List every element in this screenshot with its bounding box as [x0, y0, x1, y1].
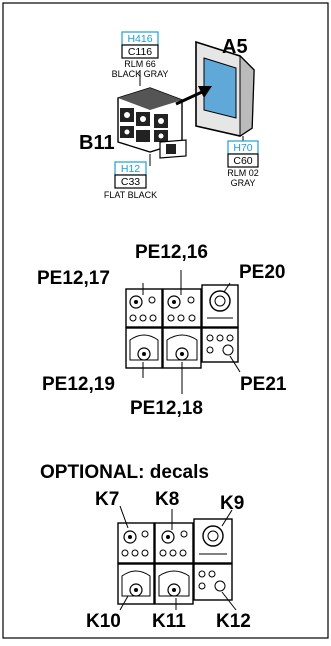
optional-decals-title: OPTIONAL: decals	[40, 462, 209, 483]
decal-label-pe12-16: PE12,16	[135, 242, 208, 263]
decal-label-k10: K10	[86, 611, 121, 632]
paint-c-code-rlm66: C116	[128, 46, 152, 58]
part-label-b11: B11	[79, 132, 115, 154]
optional-decal-panel	[117, 505, 237, 611]
decal-label-k8: K8	[155, 489, 179, 510]
decal-label-pe12-17: PE12,17	[37, 268, 110, 289]
decal-label-k9: K9	[220, 493, 244, 514]
paint-desc-rlm66: BLACK GRAY	[112, 69, 169, 79]
paint-callout-flat-black: H12 C33 FLAT BLACK	[104, 161, 157, 200]
paint-h-code-flat-black: H12	[121, 163, 140, 175]
paint-name-rlm02: RLM 02	[227, 168, 259, 178]
pe-decal-panel	[125, 270, 241, 394]
decal-label-pe12-18: PE12,18	[130, 398, 203, 419]
paint-callout-rlm02: H70 C60 RLM 02 GRAY	[227, 136, 259, 188]
page-border	[2, 2, 329, 639]
decal-label-pe20: PE20	[239, 262, 285, 283]
paint-c-code-rlm02: C60	[233, 155, 252, 167]
paint-c-code-flat-black: C33	[121, 176, 140, 188]
b11-instrument-panel	[117, 87, 187, 159]
a5-instrument-cover	[195, 40, 255, 137]
paint-h-code-rlm02: H70	[233, 142, 252, 154]
paint-name-rlm66: RLM 66	[124, 59, 156, 69]
decal-label-k7: K7	[95, 489, 119, 510]
paint-desc-rlm02: GRAY	[231, 178, 256, 188]
decal-label-k12: K12	[216, 611, 251, 632]
decal-label-pe21: PE21	[240, 374, 287, 395]
decal-label-k11: K11	[152, 611, 186, 632]
assembly-arrow	[175, 86, 212, 106]
decal-label-pe12-19: PE12,19	[42, 374, 115, 395]
paint-name-flat-black: FLAT BLACK	[104, 190, 157, 200]
paint-h-code-rlm66: H416	[127, 33, 152, 45]
paint-callout-rlm66: H416 C116 RLM 66 BLACK GRAY	[112, 31, 169, 79]
part-label-a5: A5	[222, 36, 248, 58]
